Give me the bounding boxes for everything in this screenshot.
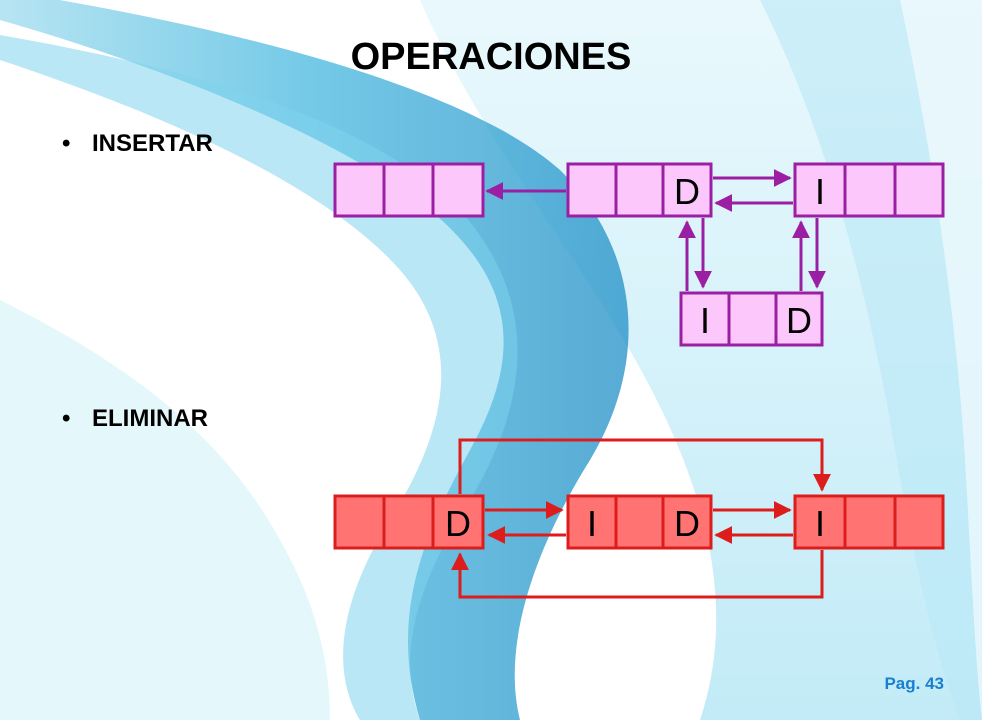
insert-node-2-right-label: D [674, 171, 700, 212]
bullet-label-eliminar: ELIMINAR [92, 405, 208, 432]
slide-title: OPERACIONES [350, 36, 632, 78]
bullet-dot: • [62, 405, 71, 432]
delete-node-2: I D [566, 494, 713, 550]
insert-new-node: I D [679, 291, 824, 347]
bullet-insertar: • INSERTAR [62, 130, 213, 158]
delete-node-1-right-label: D [445, 503, 471, 544]
insert-node-3: I [793, 162, 945, 218]
insert-node-1 [333, 162, 485, 218]
bullet-label-insertar: INSERTAR [92, 130, 213, 157]
delete-diagram: D I D I [333, 438, 945, 599]
delete-node-2-right-label: D [674, 503, 700, 544]
delete-bypass-prev-arrow [451, 550, 824, 599]
delete-node-1: D [333, 494, 485, 550]
delete-bypass-next-arrow [458, 438, 831, 494]
page-number: Pag. 43 [884, 674, 944, 693]
delete-node-3: I [793, 494, 945, 550]
insert-new-node-right-label: D [786, 300, 812, 341]
delete-node-3-left-label: I [815, 503, 825, 544]
bullet-dot: • [62, 130, 71, 157]
insert-new-node-left-label: I [700, 300, 710, 341]
insert-node-2: D [566, 162, 713, 218]
delete-node-2-left-label: I [587, 503, 597, 544]
insert-node-3-left-label: I [815, 171, 825, 212]
insert-diagram: D I I D [333, 162, 945, 347]
bullet-eliminar: • ELIMINAR [62, 405, 208, 433]
